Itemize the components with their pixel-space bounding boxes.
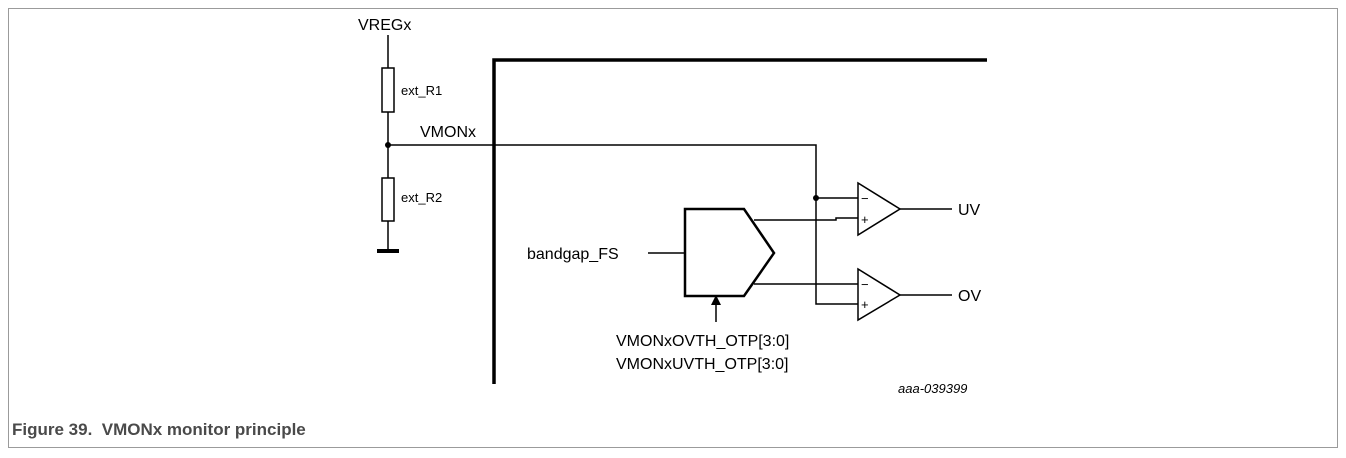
ground-symbol [377,249,399,253]
resistor-r1 [381,67,395,113]
resistor-r2 [381,177,395,222]
ov-comparator [857,267,902,322]
otp-arrow-head [711,295,721,305]
ov-comparator-minus: − [861,277,869,292]
figure-frame [8,8,1338,448]
uv-comparator-plus: + [861,212,869,227]
comparator-junction-dot [813,195,819,201]
figure-caption: Figure 39. VMONx monitor principle [12,420,306,439]
node-label: VMONx [420,124,476,141]
ic-boundary [492,58,987,384]
resistor-r1-label: ext_R1 [401,83,442,98]
uv-output-label: UV [958,202,981,219]
uv-comparator [857,181,902,237]
bandgap-label: bandgap_FS [527,246,619,263]
vmon-node-wire [388,144,858,305]
dac-to-uv-plus-wire [754,217,858,221]
reference-code: aaa-039399 [898,381,967,396]
resistor-r2-label: ext_R2 [401,190,442,205]
otp-ov-label: VMONxOVTH_OTP[3:0] [616,333,789,350]
ov-output-label: OV [958,288,981,305]
otp-uv-label: VMONxUVTH_OTP[3:0] [616,356,788,373]
dac-block [683,207,776,298]
supply-label: VREGx [358,17,411,34]
uv-comparator-minus: − [861,191,869,206]
node-junction-dot [385,142,391,148]
ov-comparator-plus: + [861,297,869,312]
